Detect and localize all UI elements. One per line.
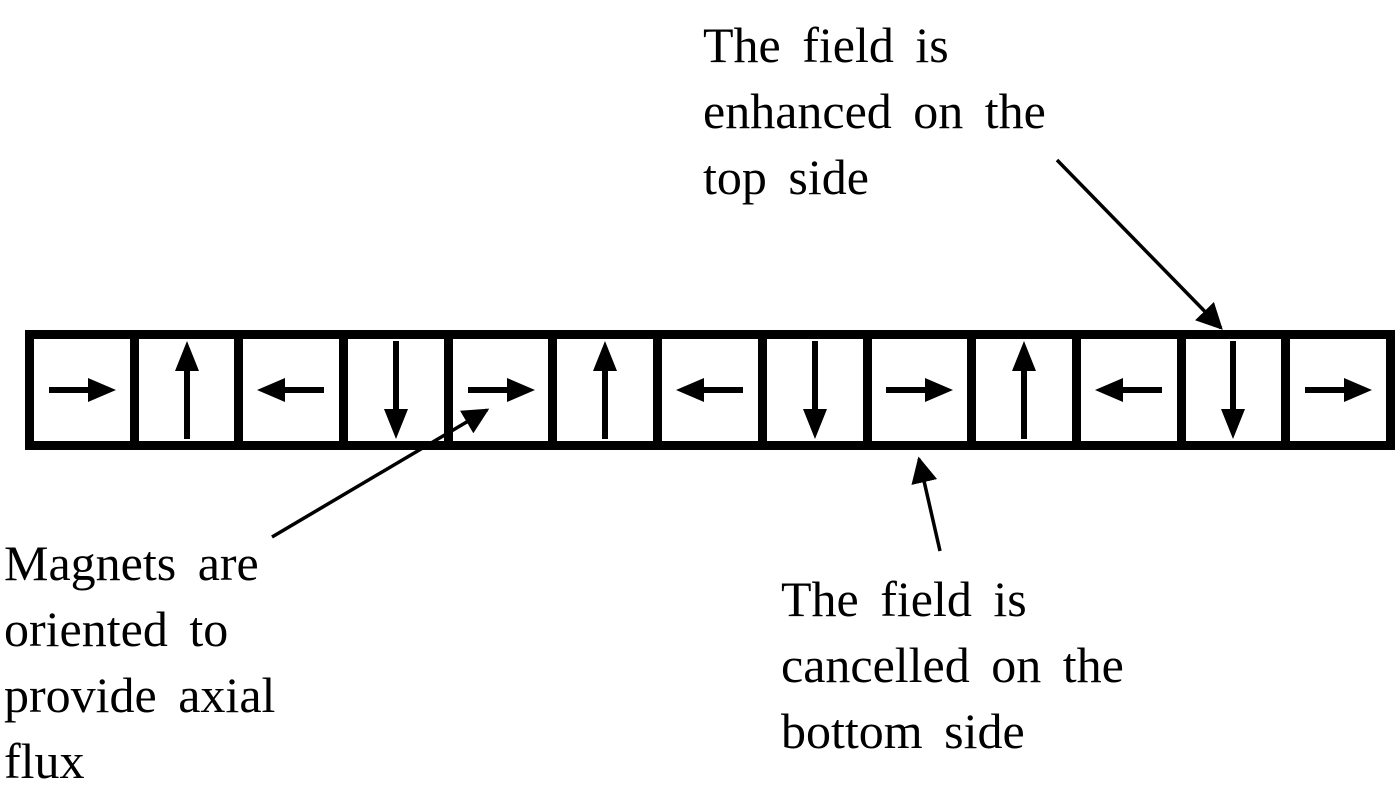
arrow-up-icon <box>174 341 199 439</box>
arrow-left-icon <box>257 378 325 402</box>
magnet-cell-left <box>1081 339 1186 441</box>
annotation-field-enhanced-top: The field is enhanced on the top side <box>703 17 1046 205</box>
magnet-cell-left <box>662 339 767 441</box>
magnet-cell-right <box>453 339 558 441</box>
leader-arrow-enhanced-top <box>1055 158 1223 330</box>
arrow-left-icon <box>675 378 743 402</box>
arrow-right-icon <box>886 378 954 402</box>
arrow-down-icon <box>383 341 408 439</box>
arrow-down-icon <box>1221 341 1246 439</box>
magnet-cell-down <box>348 339 453 441</box>
magnet-cell-up <box>976 339 1081 441</box>
magnet-cell-down <box>767 339 872 441</box>
annotation-field-cancelled-bottom: The field is cancelled on the bottom sid… <box>781 571 1124 759</box>
arrow-up-icon <box>1012 341 1037 439</box>
arrow-down-icon <box>802 341 827 439</box>
annotation-magnets-axial-flux: Magnets are oriented to provide axial fl… <box>4 535 276 789</box>
magnet-cell-up <box>557 339 663 441</box>
magnet-cell-right <box>872 339 977 441</box>
magnet-cell-left <box>243 339 349 441</box>
magnet-array-bar <box>25 330 1395 450</box>
arrow-right-icon <box>48 378 116 402</box>
arrow-up-icon <box>593 341 618 439</box>
leader-arrow-cancelled-bottom <box>911 456 942 552</box>
arrow-right-icon <box>467 378 535 402</box>
magnet-cell-up <box>139 339 244 441</box>
magnet-cell-right <box>34 339 139 441</box>
arrow-right-icon <box>1305 378 1373 402</box>
arrow-left-icon <box>1094 378 1162 402</box>
magnet-cell-right <box>1290 339 1386 441</box>
magnet-cell-down <box>1186 339 1291 441</box>
